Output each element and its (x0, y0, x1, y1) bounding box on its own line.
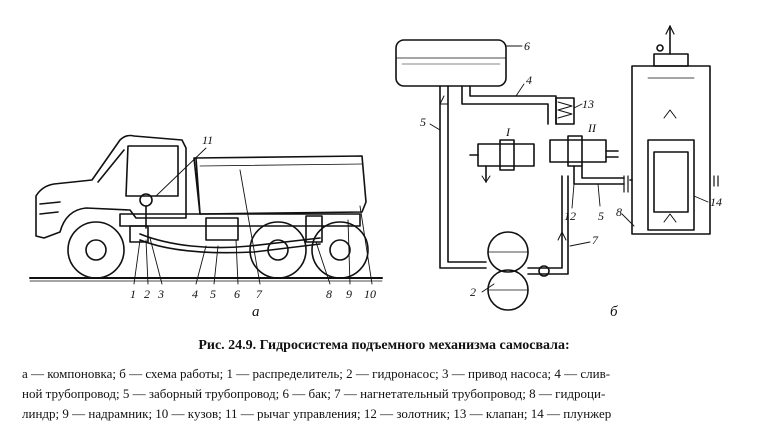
truck-label-8: 8 (326, 287, 332, 301)
truck-label-4: 4 (192, 287, 198, 301)
cylinder-8 (631, 65, 711, 235)
scheme-roman-I: I (505, 125, 511, 139)
tank (395, 39, 507, 87)
figure-legend: а — компоновка; б — схема работы; 1 — ра… (22, 364, 750, 424)
scheme-labels: 6 4 5 13 I II 12 5 8 14 7 2 б (420, 39, 722, 320)
hydraulic-diagram: 1 2 3 4 5 6 7 8 9 10 11 а 6 4 5 13 I II … (29, 25, 722, 320)
scheme-label-8: 8 (616, 205, 622, 219)
rear-wheel-2 (311, 221, 369, 279)
scheme-roman-II: II (587, 121, 597, 135)
legend-line-1: а — компоновка; б — схема работы; 1 — ра… (22, 366, 611, 381)
figure-caption: Рис. 24.9. Гидросистема подъемного механ… (198, 338, 570, 353)
lever-knob (139, 193, 153, 207)
scheme-label-4: 4 (526, 73, 532, 87)
truck-cab (35, 134, 187, 239)
truck-label-3: 3 (157, 287, 164, 301)
truck-drawing (29, 134, 383, 285)
chassis-frame (119, 213, 361, 227)
truck-label-11: 11 (202, 133, 213, 147)
truck-label-9: 9 (346, 287, 352, 301)
rear-wheel-1 (249, 221, 307, 279)
scheme-label-7: 7 (592, 233, 599, 247)
legend-line-2: ной трубопровод; 5 — заборный трубопрово… (22, 386, 606, 401)
scheme-label-6: 6 (524, 39, 530, 53)
subfigure-b-label: б (610, 304, 618, 320)
legend-line-3: линдр; 9 — надрамник; 10 — кузов; 11 — р… (22, 406, 612, 421)
truck-label-2: 2 (144, 287, 150, 301)
scheme-label-13: 13 (582, 97, 594, 111)
scheme-label-14: 14 (710, 195, 722, 209)
truck-label-1: 1 (130, 287, 136, 301)
truck-label-10: 10 (364, 287, 376, 301)
hydraulic-cylinder (205, 217, 239, 241)
truck-labels: 1 2 3 4 5 6 7 8 9 10 11 а (130, 133, 376, 320)
distributor-I (477, 143, 535, 167)
scheme-label-12: 12 (564, 209, 576, 223)
truck-label-6: 6 (234, 287, 240, 301)
truck-label-5: 5 (210, 287, 216, 301)
valve-13 (555, 97, 575, 125)
subfigure-a-label: а (252, 304, 260, 320)
truck-label-7: 7 (256, 287, 263, 301)
scheme-label-5-right: 5 (598, 209, 604, 223)
distributor (129, 225, 149, 243)
hydraulic-scheme (395, 25, 719, 311)
scheme-label-5-left: 5 (420, 115, 426, 129)
plunger-14 (647, 139, 695, 231)
scheme-label-2: 2 (470, 285, 476, 299)
distributor-II (549, 139, 607, 163)
front-wheel (67, 221, 125, 279)
